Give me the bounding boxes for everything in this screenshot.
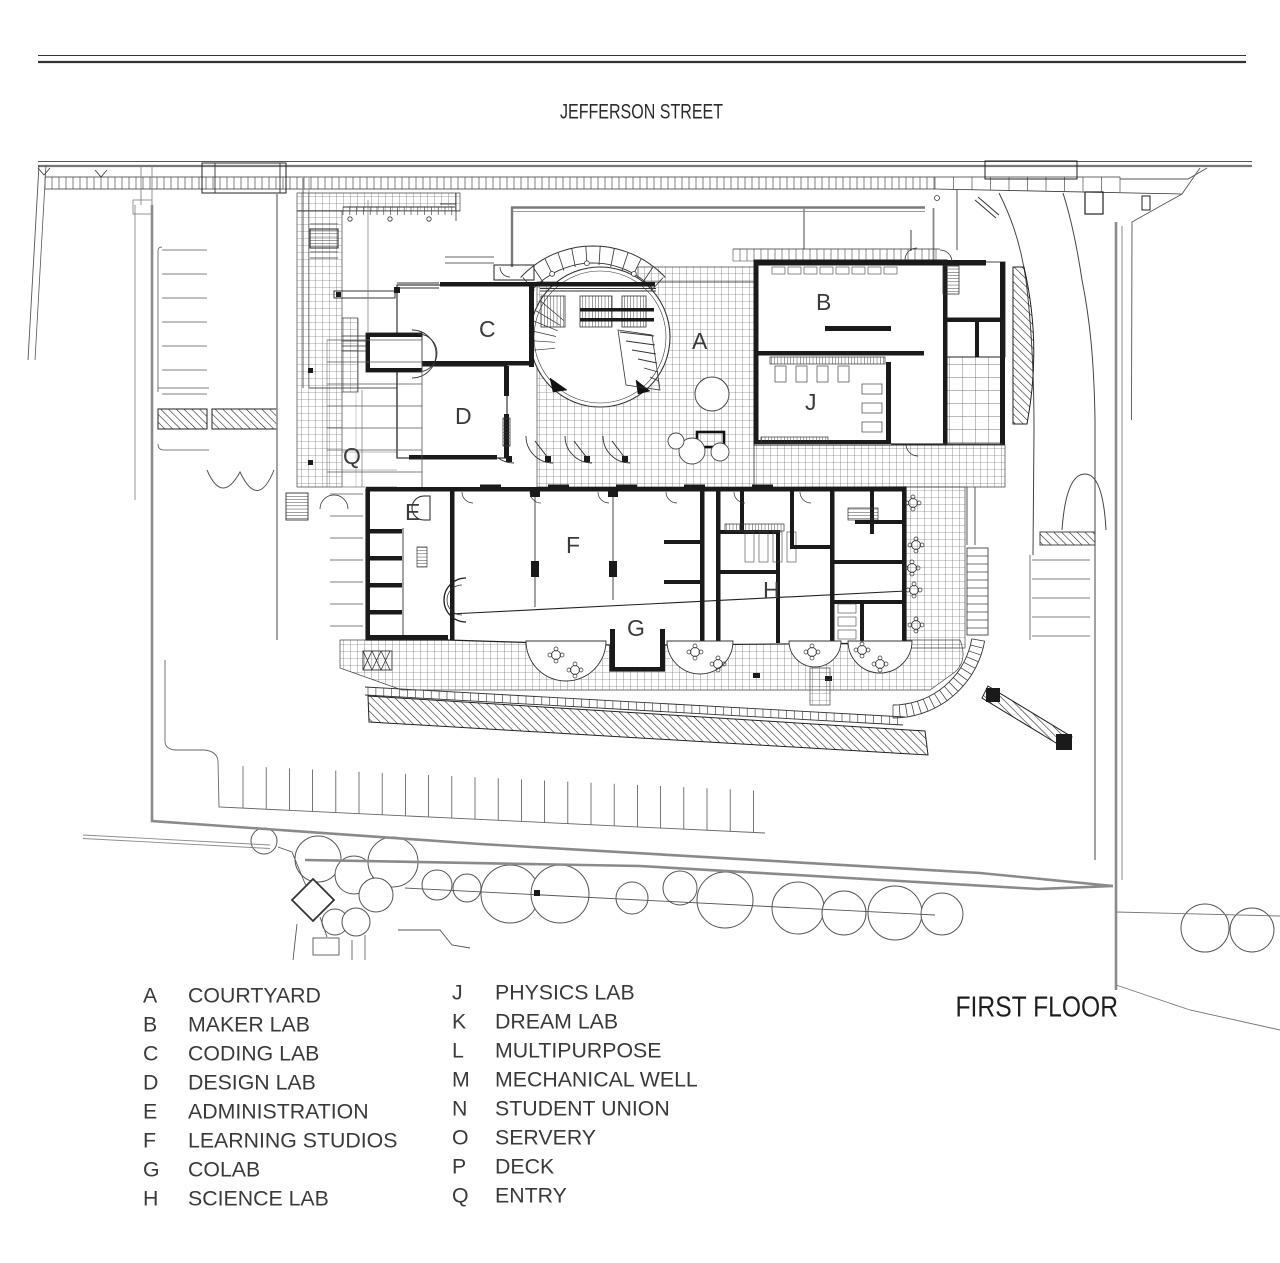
svg-text:DESIGN LAB: DESIGN LAB (188, 1071, 316, 1095)
svg-text:P: P (452, 1155, 466, 1179)
svg-text:E: E (405, 499, 420, 525)
svg-text:STUDENT UNION: STUDENT UNION (495, 1097, 670, 1121)
svg-text:COURTYARD: COURTYARD (188, 984, 321, 1008)
svg-text:B: B (143, 1013, 157, 1037)
svg-text:LEARNING STUDIOS: LEARNING STUDIOS (188, 1129, 397, 1153)
svg-text:H: H (143, 1187, 158, 1211)
svg-text:H: H (763, 577, 780, 603)
svg-text:JEFFERSON STREET: JEFFERSON STREET (560, 100, 723, 124)
svg-text:PHYSICS LAB: PHYSICS LAB (495, 981, 635, 1005)
svg-text:C: C (479, 316, 496, 342)
svg-text:MAKER LAB: MAKER LAB (188, 1013, 310, 1037)
svg-text:COLAB: COLAB (188, 1158, 260, 1182)
svg-text:A: A (143, 984, 158, 1008)
svg-text:F: F (566, 532, 580, 558)
svg-text:O: O (452, 1126, 469, 1150)
svg-text:SCIENCE LAB: SCIENCE LAB (188, 1187, 329, 1211)
svg-text:D: D (143, 1071, 158, 1095)
svg-text:F: F (143, 1129, 156, 1153)
svg-text:A: A (692, 328, 708, 354)
svg-text:MECHANICAL WELL: MECHANICAL WELL (495, 1068, 698, 1092)
svg-text:G: G (143, 1158, 160, 1182)
svg-text:E: E (143, 1100, 157, 1124)
svg-text:Q: Q (452, 1184, 469, 1208)
svg-text:Q: Q (343, 443, 361, 469)
svg-text:DECK: DECK (495, 1155, 554, 1179)
svg-text:K: K (452, 1010, 466, 1034)
svg-text:SERVERY: SERVERY (495, 1126, 596, 1150)
svg-text:J: J (452, 981, 463, 1005)
svg-text:D: D (455, 403, 472, 429)
svg-text:ENTRY: ENTRY (495, 1184, 567, 1208)
svg-text:DREAM LAB: DREAM LAB (495, 1010, 618, 1034)
svg-text:CODING LAB: CODING LAB (188, 1042, 319, 1066)
svg-text:B: B (816, 289, 831, 315)
svg-text:L: L (452, 1039, 464, 1063)
svg-text:N: N (452, 1097, 467, 1121)
svg-text:G: G (627, 615, 645, 641)
svg-text:ADMINISTRATION: ADMINISTRATION (188, 1100, 369, 1124)
svg-text:MULTIPURPOSE: MULTIPURPOSE (495, 1039, 661, 1063)
svg-text:M: M (452, 1068, 470, 1092)
svg-text:J: J (805, 389, 817, 415)
svg-text:C: C (143, 1042, 158, 1066)
svg-text:FIRST FLOOR: FIRST FLOOR (956, 992, 1119, 1024)
